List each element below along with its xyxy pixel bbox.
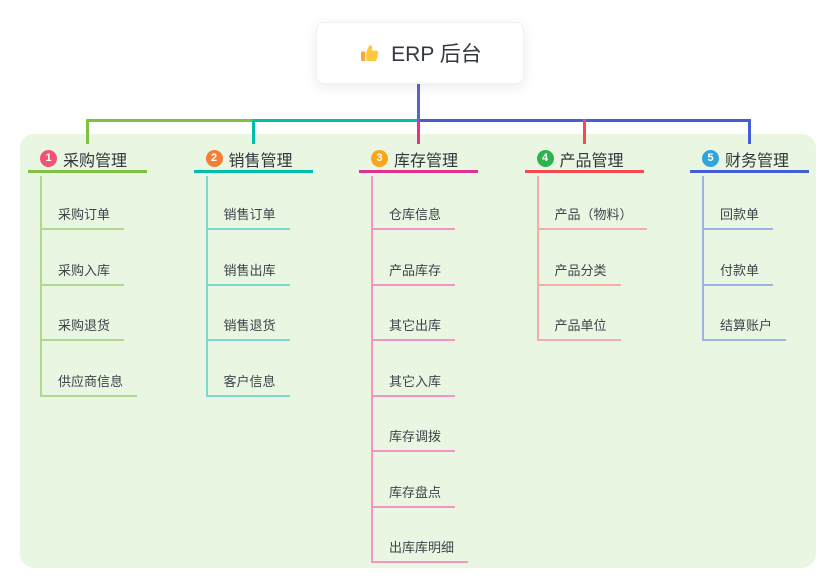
- branch-spine-line: [702, 176, 704, 341]
- child-node-label[interactable]: 其它入库: [371, 373, 456, 397]
- branch-drop-line: [748, 119, 751, 144]
- branch-number-badge: 1: [40, 150, 57, 167]
- branch-label: 销售管理: [228, 152, 293, 170]
- child-node-label[interactable]: 销售出库: [205, 262, 290, 286]
- child-node-label[interactable]: 产品库存: [371, 262, 456, 286]
- root-node[interactable]: ERP 后台: [316, 22, 524, 84]
- trunk-line-segment: [86, 119, 255, 122]
- child-node-label[interactable]: 采购入库: [40, 262, 125, 286]
- branch-spine-line: [205, 176, 208, 397]
- branch-spine-line: [40, 176, 42, 397]
- child-node-label[interactable]: 结算账户: [702, 317, 787, 341]
- branch-node-产品管理[interactable]: 4 产品管理: [524, 147, 644, 173]
- child-node-销售订单: 销售订单: [205, 206, 290, 230]
- child-node-付款单: 付款单: [702, 262, 774, 286]
- child-node-销售出库: 销售出库: [205, 262, 290, 286]
- child-node-label[interactable]: 出库库明细: [371, 539, 469, 563]
- child-node-库存盘点: 库存盘点: [371, 484, 456, 508]
- branch-label: 库存管理: [394, 152, 459, 170]
- branch-node-销售管理[interactable]: 2 销售管理: [193, 147, 313, 173]
- child-node-其它入库: 其它入库: [371, 373, 456, 397]
- child-node-label[interactable]: 库存盘点: [371, 484, 456, 508]
- child-node-label[interactable]: 付款单: [702, 262, 774, 286]
- branch-number-badge: 5: [702, 150, 719, 167]
- child-node-label[interactable]: 产品分类: [536, 262, 621, 286]
- child-node-产品分类: 产品分类: [536, 262, 621, 286]
- child-node-label[interactable]: 仓库信息: [371, 206, 456, 230]
- branch-number-badge: 3: [371, 150, 388, 167]
- child-node-采购退货: 采购退货: [40, 317, 125, 341]
- child-node-label[interactable]: 产品单位: [536, 317, 621, 341]
- child-node-回款单: 回款单: [702, 206, 774, 230]
- child-node-label[interactable]: 客户信息: [205, 373, 290, 397]
- branch-drop-line: [86, 119, 89, 144]
- thumbs-up-icon: [358, 42, 381, 65]
- child-node-label[interactable]: 采购退货: [40, 317, 125, 341]
- child-node-label[interactable]: 供应商信息: [40, 373, 138, 397]
- branch-spine-line: [371, 176, 373, 563]
- child-node-其它出库: 其它出库: [371, 317, 456, 341]
- child-node-产品库存: 产品库存: [371, 262, 456, 286]
- branch-drop-line: [417, 119, 420, 144]
- child-node-label[interactable]: 销售退货: [205, 317, 290, 341]
- child-node-出库库明细: 出库库明细: [371, 539, 469, 563]
- branch-number-badge: 2: [205, 150, 223, 167]
- child-node-label[interactable]: 采购订单: [40, 206, 125, 230]
- child-node-采购订单: 采购订单: [40, 206, 125, 230]
- root-connector-line: [417, 83, 420, 119]
- child-node-结算账户: 结算账户: [702, 317, 787, 341]
- child-node-客户信息: 客户信息: [205, 373, 290, 397]
- child-node-label[interactable]: 销售订单: [205, 206, 290, 230]
- child-node-label[interactable]: 产品（物料）: [536, 206, 647, 230]
- branch-label: 采购管理: [63, 152, 128, 170]
- branch-drop-line: [251, 119, 255, 144]
- branch-label: 产品管理: [559, 152, 624, 170]
- branches-panel: [20, 134, 816, 568]
- trunk-line-segment: [251, 119, 420, 122]
- child-node-产品（物料）: 产品（物料）: [536, 206, 647, 230]
- child-node-供应商信息: 供应商信息: [40, 373, 138, 397]
- child-node-销售退货: 销售退货: [205, 317, 290, 341]
- child-node-产品单位: 产品单位: [536, 317, 621, 341]
- branch-drop-line: [582, 119, 586, 144]
- branch-label: 财务管理: [725, 152, 790, 170]
- child-node-仓库信息: 仓库信息: [371, 206, 456, 230]
- branch-node-采购管理[interactable]: 1 采购管理: [28, 147, 147, 173]
- child-node-label[interactable]: 库存调拨: [371, 428, 456, 452]
- branch-node-财务管理[interactable]: 5 财务管理: [690, 147, 809, 173]
- child-node-label[interactable]: 其它出库: [371, 317, 456, 341]
- child-node-label[interactable]: 回款单: [702, 206, 774, 230]
- branch-node-库存管理[interactable]: 3 库存管理: [359, 147, 478, 173]
- branch-spine-line: [536, 176, 539, 341]
- child-node-库存调拨: 库存调拨: [371, 428, 456, 452]
- child-node-采购入库: 采购入库: [40, 262, 125, 286]
- branch-number-badge: 4: [536, 150, 554, 167]
- root-label: ERP 后台: [391, 43, 482, 66]
